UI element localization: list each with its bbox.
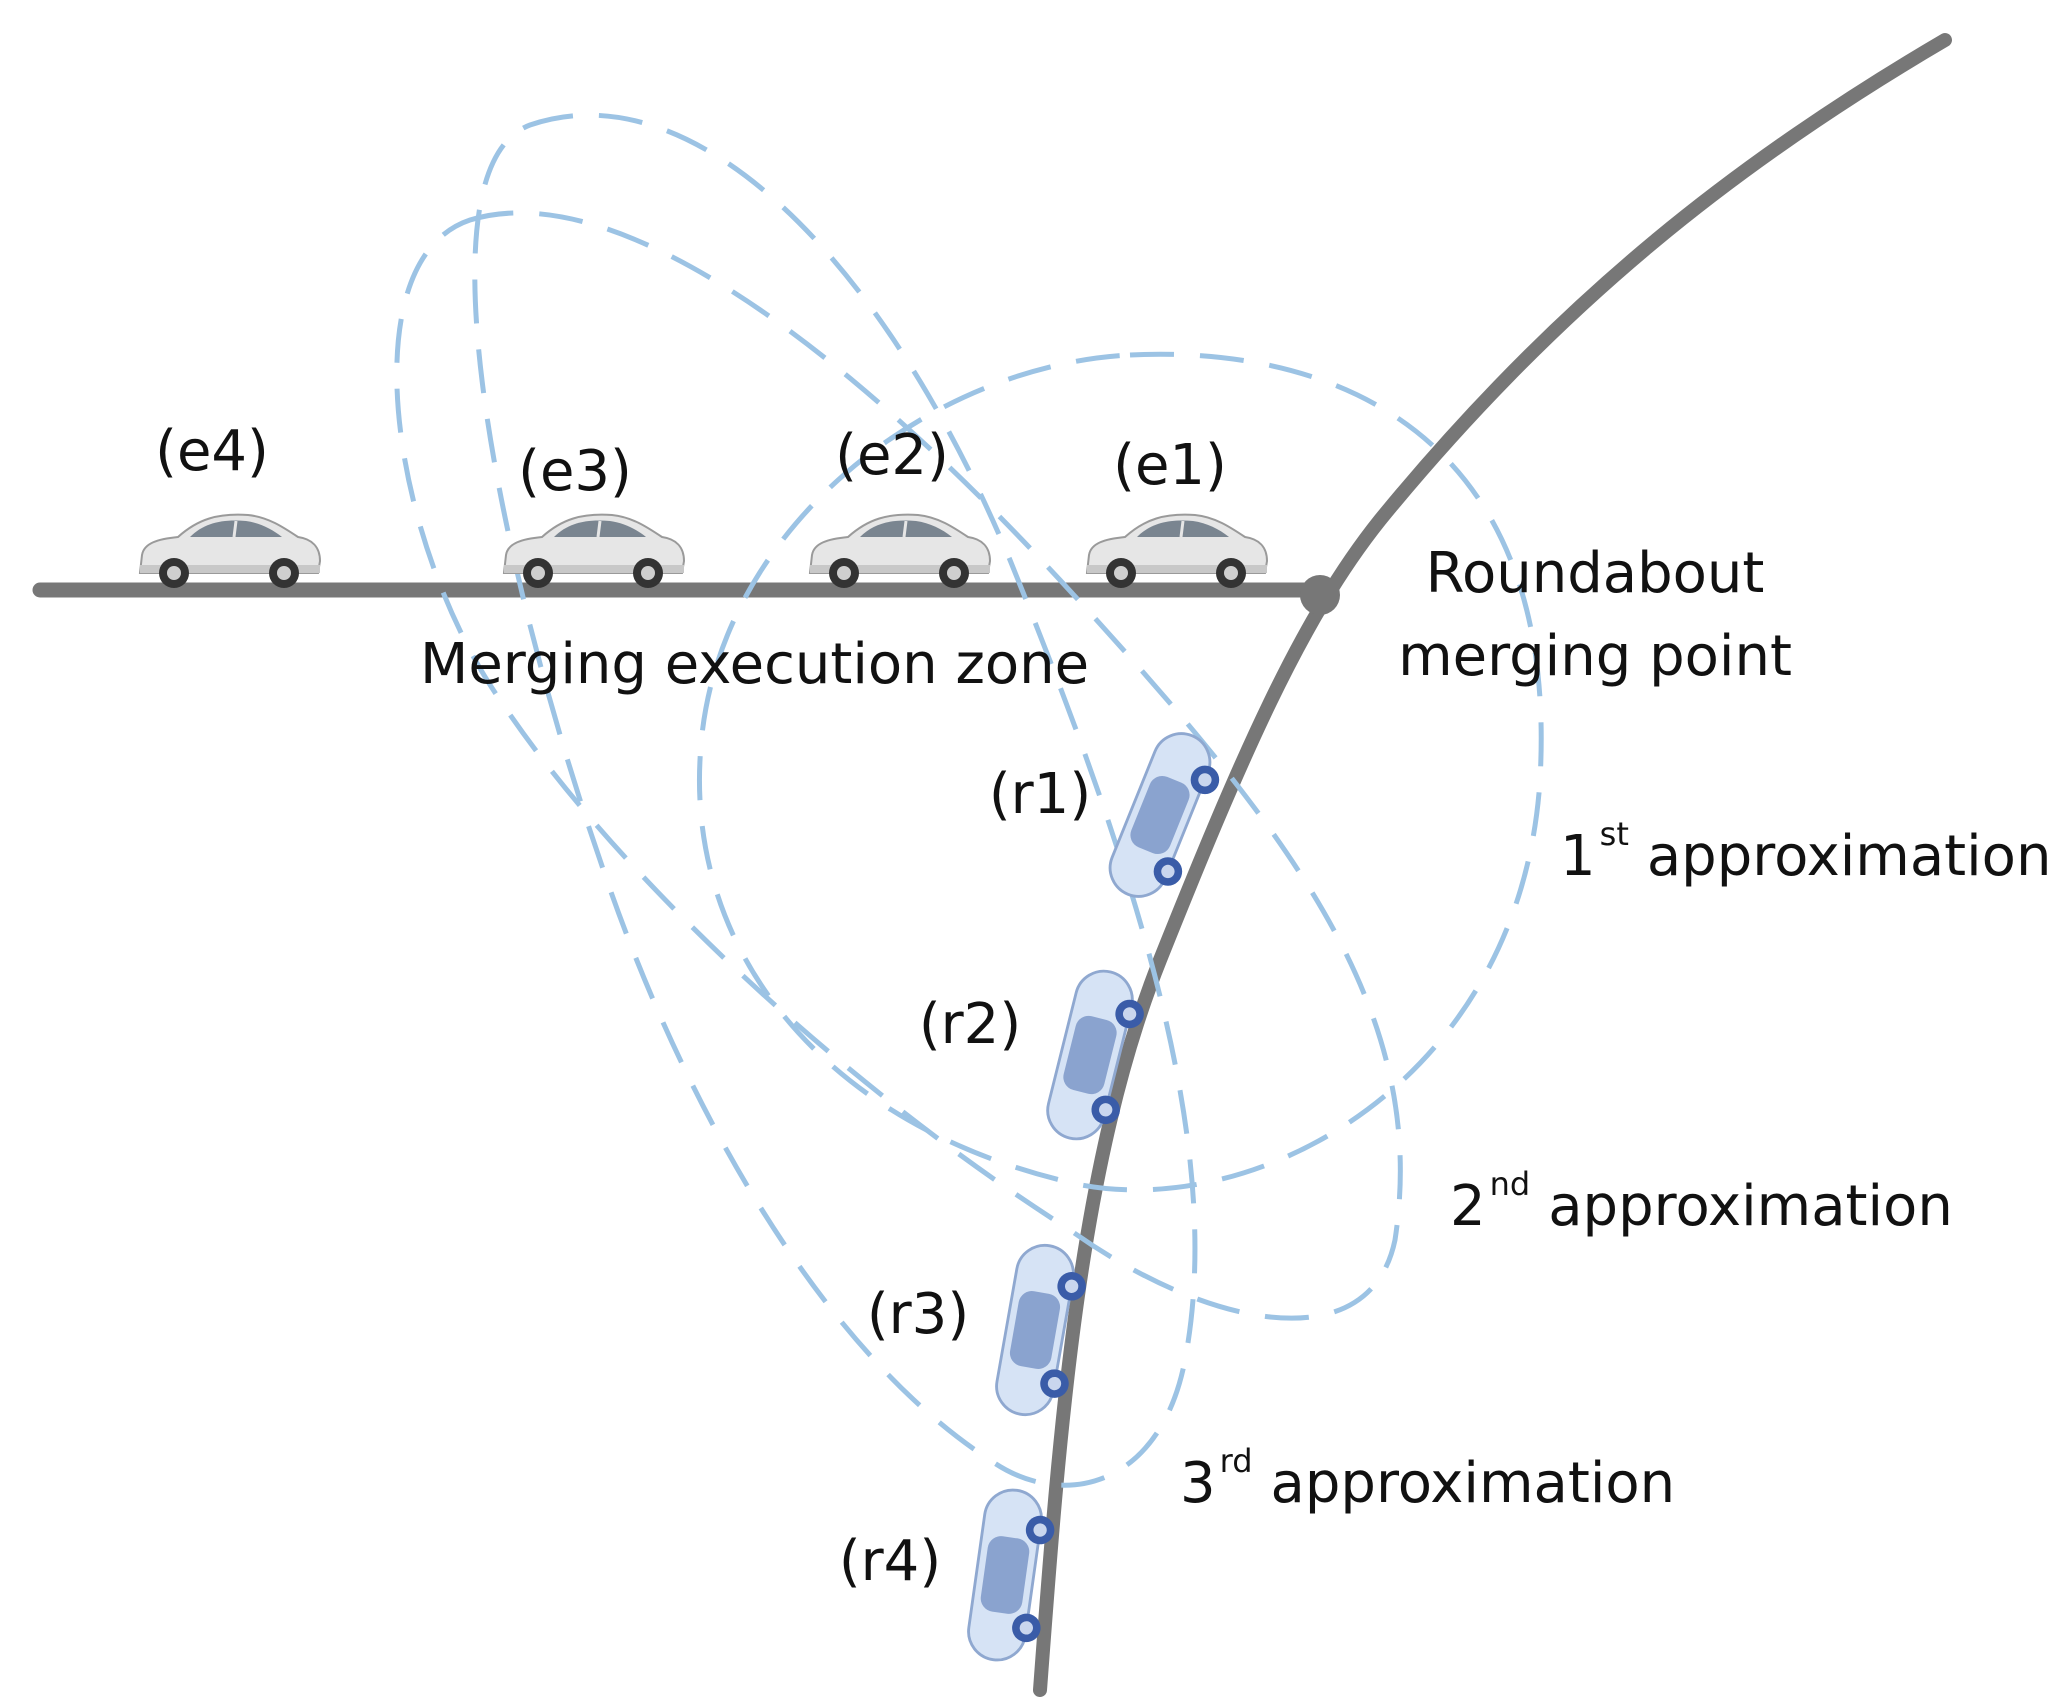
- label-e1: (e1): [1113, 433, 1227, 498]
- label-e4: (e4): [155, 419, 269, 484]
- label-e3: (e3): [518, 439, 632, 504]
- label-r1: (r1): [989, 762, 1091, 827]
- entry-car-e2-icon: [808, 513, 992, 590]
- label-r4: (r4): [839, 1529, 941, 1594]
- entry-car-e3-icon: [502, 513, 686, 590]
- entry-car-e1-icon: [1085, 513, 1269, 590]
- zone-2nd-approximation: [394, 210, 1403, 1321]
- zone-1st-approximation: [696, 351, 1544, 1193]
- label-r2: (r2): [919, 992, 1021, 1057]
- zone-3rd-approximation: [472, 112, 1198, 1488]
- entry-car-e4-icon: [138, 513, 322, 590]
- merging-execution-zone-label: Merging execution zone: [420, 632, 1089, 697]
- roundabout-merging-point-label-line2: merging point: [1398, 624, 1792, 689]
- roundabout-merging-point-label-line1: Roundabout: [1426, 541, 1765, 606]
- roundabout-road: [1033, 33, 1952, 1697]
- merging-point-marker: [1300, 575, 1340, 615]
- label-e2: (e2): [835, 423, 949, 488]
- roundabout-car-r2-icon: [1040, 963, 1154, 1150]
- label-r3: (r3): [867, 1282, 969, 1347]
